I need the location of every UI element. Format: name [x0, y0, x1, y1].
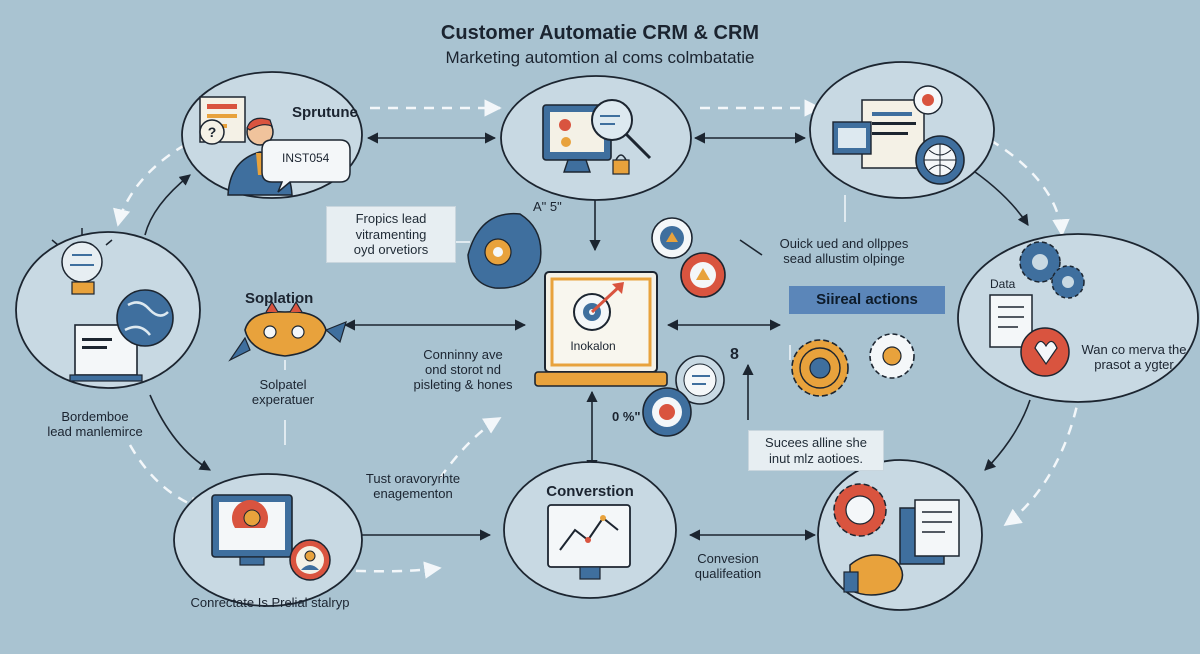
- question-icon: ?: [199, 96, 246, 145]
- note-engagement: Tust oravoryrhte enagementon: [365, 471, 461, 501]
- chart-icon: [547, 504, 631, 580]
- lightbulb-icon: [913, 85, 943, 115]
- magnifier-icon: [591, 99, 652, 160]
- node-left-mid-caption: Solpatel experatuer: [251, 377, 315, 407]
- node-far-right-caption: Wan co merva the prasot a ygter: [1081, 342, 1187, 372]
- center-top-tag: A" 5": [533, 199, 562, 214]
- note-center: Conninny ave ond storot nd pisleting & h…: [413, 347, 513, 392]
- avatar-icon: [289, 539, 331, 581]
- node-left-mid-label: Soplation: [245, 290, 314, 307]
- note-right-lower: Sucees alline she inut mlz aotioes.: [748, 430, 884, 472]
- globe-icon: [116, 289, 174, 347]
- node-bottom-center-label: Converstion: [546, 483, 634, 500]
- note-top-left: Fropics lead vitramenting oyd orvetiors: [326, 206, 456, 263]
- handshake-icon: [843, 554, 904, 596]
- node-center: [534, 271, 668, 387]
- node-center-label: Inokalon: [570, 339, 616, 353]
- node-top-right: [809, 61, 995, 199]
- diagram-title: Customer Automatie CRM & CRM: [440, 22, 760, 44]
- node-left-mid: [228, 300, 347, 362]
- document-icon: [899, 499, 960, 565]
- node-top-left: ?: [181, 71, 363, 199]
- node-far-right: [957, 233, 1199, 403]
- lightbulb-icon: [51, 228, 113, 295]
- note-bottom-right: Convesion qualifeation: [694, 551, 762, 581]
- node-bottom-left-caption: Conrectate Is Prelial stalryp: [190, 595, 350, 610]
- node-far-left: [15, 228, 201, 389]
- diagram-subtitle: Marketing automtion al coms colmbatatie: [445, 48, 755, 67]
- handshake-icon: [467, 212, 542, 289]
- gear-icon: [791, 333, 915, 397]
- node-top-left-label: Sprutune: [292, 104, 358, 121]
- node-far-left-caption: Bordemboe lead manlemirce: [47, 409, 143, 439]
- node-bottom-right: [817, 459, 983, 611]
- mark-zero: 0 %": [612, 409, 641, 424]
- badge-icons-upper: [651, 217, 726, 298]
- node-bottom-center: [503, 461, 677, 599]
- note-right: Ouick ued and ollppes sead allustim olpi…: [779, 236, 909, 266]
- monitor-icon: [211, 494, 293, 566]
- connector-arrows: [144, 132, 1031, 541]
- node-top-center: [500, 75, 692, 201]
- svg-text:?: ?: [208, 124, 217, 140]
- badge-icons-lower: [642, 355, 725, 437]
- far-right-data-tag: Data: [990, 277, 1016, 291]
- document-icon: [832, 99, 925, 169]
- right-banner: Siireal actions: [789, 286, 945, 314]
- node-top-left-badge: INST054: [282, 151, 330, 165]
- mark-eight: 8: [730, 346, 739, 363]
- speech-bubble: [261, 139, 351, 193]
- gear-icon: [833, 483, 887, 537]
- node-bottom-left: [173, 473, 363, 607]
- lock-icon: [612, 154, 630, 175]
- target-icon: [573, 282, 624, 331]
- heart-icon: [1020, 327, 1070, 377]
- gear-icon: [1019, 241, 1085, 299]
- globe-icon: [915, 135, 965, 185]
